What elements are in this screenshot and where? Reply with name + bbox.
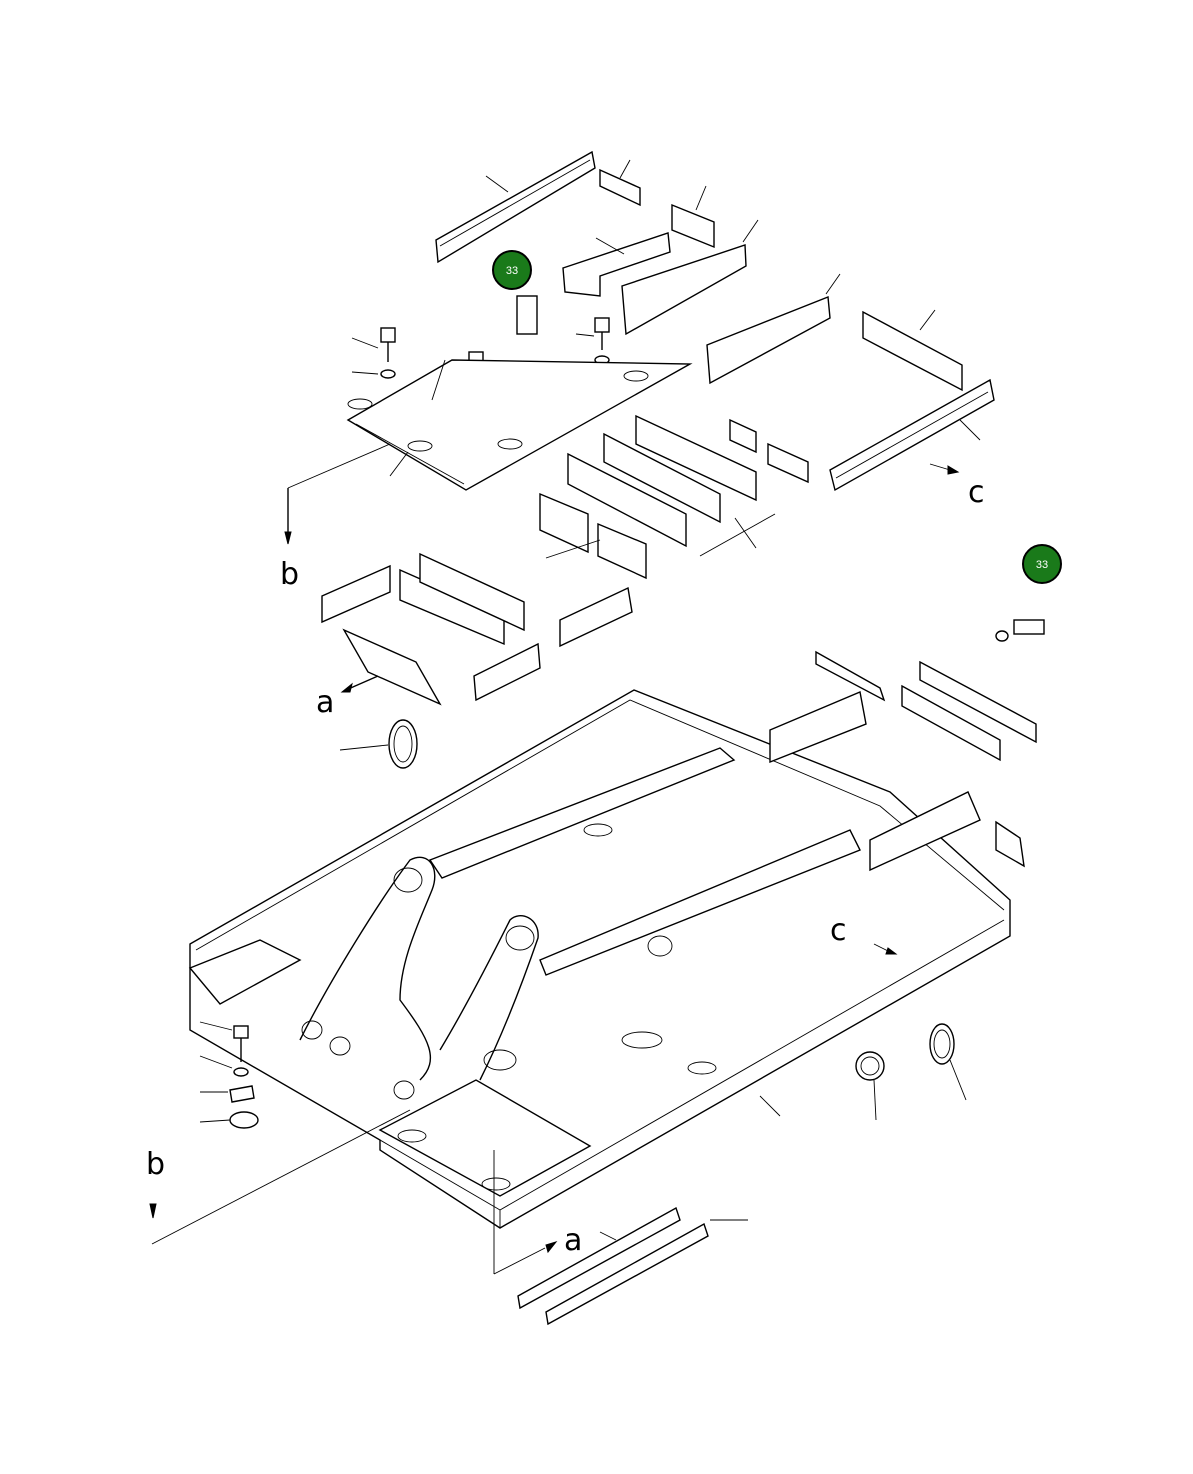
small-block-1 (599, 168, 641, 207)
bracket-part-1 (815, 650, 886, 702)
bottom-rail-2 (545, 1222, 709, 1326)
bolt-left (233, 1025, 249, 1039)
bolt-right (1013, 619, 1045, 635)
floor-cover-plate (346, 359, 693, 491)
view-label-b-bottom: b (146, 1147, 165, 1182)
frame-outline (189, 689, 1011, 1229)
block-5 (597, 522, 647, 580)
side-plate-1 (706, 296, 831, 385)
callout-badge-2-text: 33 (1036, 559, 1048, 571)
bracket-part-2 (901, 684, 1001, 762)
pin-part (516, 295, 538, 335)
callout-badge-1-text: 33 (506, 265, 518, 277)
side-plate-2 (862, 310, 963, 392)
block-10 (419, 552, 525, 632)
view-label-a-top: a (316, 685, 334, 720)
main-frame (149, 463, 1025, 1326)
beam-upper-right (769, 691, 867, 764)
top-rail-plate (435, 150, 596, 264)
beam-top (428, 747, 736, 879)
block-13 (559, 586, 633, 648)
beam-mid-right (869, 791, 981, 872)
block-7 (767, 442, 809, 484)
block-12 (473, 642, 541, 702)
callout-badge-2[interactable]: 33 (1022, 544, 1062, 584)
boom-bracket (299, 856, 436, 1081)
block-3 (567, 452, 687, 548)
block-4 (539, 492, 589, 554)
seal-ring-bottom (855, 1051, 885, 1081)
right-link (995, 820, 1025, 868)
seal-ring-left (388, 719, 418, 769)
block-11 (342, 628, 442, 706)
block-2 (603, 432, 721, 524)
view-label-c-frame: c (830, 913, 847, 948)
upper-plate-group (284, 150, 1045, 762)
callout-badge-1[interactable]: 33 (492, 250, 532, 290)
bracket-part-3 (919, 660, 1037, 744)
block-1 (635, 414, 757, 502)
beam-lower (539, 829, 861, 976)
bottom-rail-1 (517, 1206, 681, 1310)
view-label-c-top: c (968, 475, 985, 510)
bottom-base (378, 1079, 592, 1197)
view-label-b-top: b (280, 557, 299, 592)
slanted-plate (621, 244, 747, 336)
block-6 (729, 418, 757, 454)
view-label-a-bottom: a (564, 1223, 582, 1258)
block-8 (321, 564, 391, 624)
small-block-2 (671, 203, 715, 249)
left-pad-box (188, 939, 302, 1005)
stepped-plate (562, 232, 671, 297)
